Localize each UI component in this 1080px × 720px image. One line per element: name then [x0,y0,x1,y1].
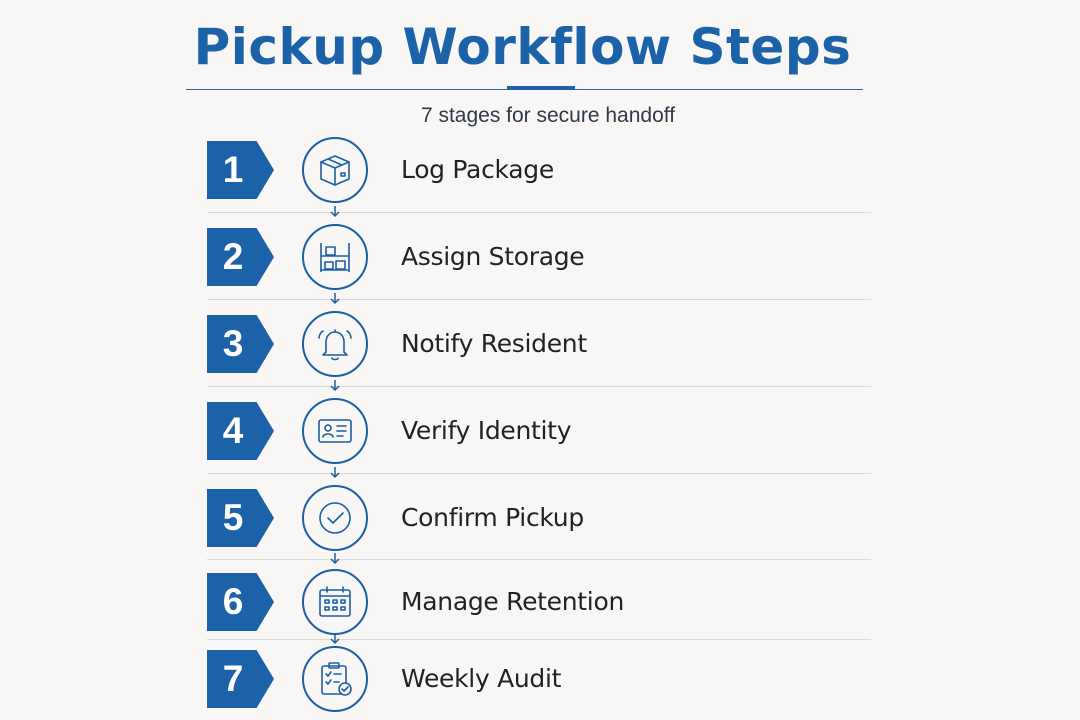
step-divider [207,473,871,474]
step-number-badge: 5 [207,489,274,547]
step-number-badge: 3 [207,315,274,373]
step-number-badge: 4 [207,402,274,460]
step-number-badge: 1 [207,141,274,199]
step-number-badge: 7 [207,650,274,708]
step-divider [207,639,871,640]
step-divider [207,386,871,387]
step-label: Assign Storage [401,242,585,271]
step-label: Weekly Audit [401,664,562,693]
down-arrow-icon [330,206,340,218]
down-arrow-icon [330,553,340,565]
bell-icon [302,311,368,377]
step-number: 5 [222,497,244,538]
step-label: Log Package [401,155,554,184]
step-divider [207,559,871,560]
step-divider [207,299,871,300]
step-number-badge: 6 [207,573,274,631]
step-number: 1 [222,149,244,190]
step-label: Notify Resident [401,329,587,358]
down-arrow-icon [330,380,340,392]
step-number: 6 [222,581,244,622]
down-arrow-icon [330,293,340,305]
id-card-icon [302,398,368,464]
step-number: 2 [222,236,244,277]
storage-shelf-icon [302,224,368,290]
step-number: 4 [222,410,244,451]
down-arrow-icon [330,633,340,645]
down-arrow-icon [330,467,340,479]
clipboard-check-icon [302,646,368,712]
calendar-icon [302,569,368,635]
step-number-badge: 2 [207,228,274,286]
step-label: Confirm Pickup [401,503,584,532]
page-subtitle: 7 stages for secure handoff [420,104,676,127]
check-circle-icon [302,485,368,551]
package-box-icon [302,137,368,203]
title-accent-bar [507,86,575,90]
step-divider [207,212,871,213]
step-number: 3 [222,323,244,364]
step-label: Manage Retention [401,587,624,616]
page-title: Pickup Workflow Steps [193,18,852,76]
step-label: Verify Identity [401,416,572,445]
step-number: 7 [222,658,244,699]
